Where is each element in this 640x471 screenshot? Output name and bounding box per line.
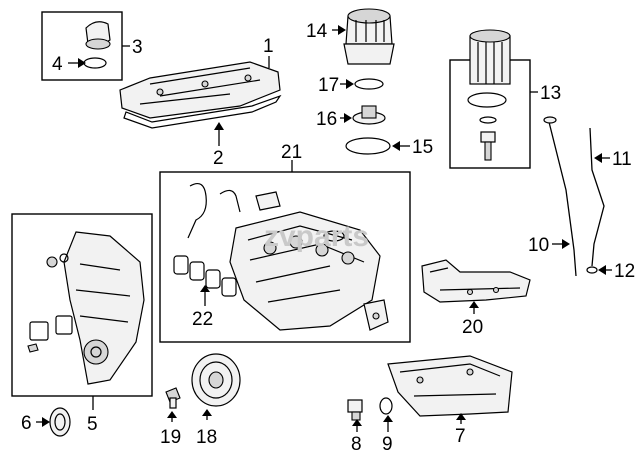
oil-pan-drain-plug (347, 399, 363, 421)
callout-19: 19 (160, 427, 181, 448)
watermark: zvparts (264, 220, 369, 253)
filter-housing-o-ring (354, 78, 384, 90)
filter-element-small-seal (479, 116, 497, 124)
callout-8: 8 (351, 434, 362, 455)
dipstick-guide-tube (589, 127, 605, 267)
throttle-gasket (323, 230, 345, 242)
callout-18: 18 (196, 427, 217, 448)
group-box-21 (159, 171, 411, 343)
filler-cap-gasket (83, 57, 107, 69)
filter-drain-fitting (480, 131, 496, 161)
housing-drain-plug (352, 105, 386, 125)
oil-filler-cap (85, 21, 111, 50)
intake-manifold (229, 191, 381, 331)
callout-22: 22 (192, 309, 213, 330)
timing-cover-seals (27, 253, 73, 353)
callout-17: 17 (318, 75, 339, 96)
callout-7: 7 (455, 426, 466, 447)
leader-lines (36, 25, 612, 432)
callout-14: 14 (306, 21, 328, 42)
oil-pan (387, 355, 513, 417)
intake-gaskets (173, 255, 237, 297)
crankshaft-pulley (191, 353, 241, 407)
callout-numbers: 1 2 3 4 5 6 7 8 9 10 11 12 13 14 15 16 1… (21, 21, 635, 455)
drain-plug-gasket (379, 397, 393, 415)
callout-9: 9 (382, 434, 393, 455)
pulley-bolt (165, 387, 181, 409)
housing-cap-gasket (345, 137, 391, 155)
callout-2: 2 (213, 148, 224, 169)
callout-21: 21 (281, 142, 302, 163)
filter-element-o-ring (467, 92, 507, 108)
callout-1: 1 (263, 36, 274, 57)
map-sensor (363, 299, 389, 331)
callout-6: 6 (21, 413, 32, 434)
callout-13: 13 (540, 83, 561, 104)
callout-12: 12 (614, 261, 635, 282)
vacuum-hose (187, 183, 207, 239)
crankshaft-seal (49, 407, 71, 437)
callout-3: 3 (132, 37, 143, 58)
valve-cover (119, 61, 281, 119)
callout-15: 15 (412, 137, 433, 158)
timing-cover (63, 231, 145, 385)
oil-pan-upper (421, 259, 531, 303)
callout-10: 10 (528, 235, 549, 256)
callout-16: 16 (316, 109, 337, 130)
guide-tube-o-ring (586, 266, 598, 274)
callout-5: 5 (87, 414, 98, 435)
oil-dipstick (547, 117, 577, 277)
valve-cover-gasket (123, 94, 282, 129)
pcv-hose (219, 189, 241, 213)
group-box-5 (11, 213, 153, 397)
callout-4: 4 (52, 54, 63, 75)
oil-filter-housing (343, 8, 395, 65)
oil-filter-element (469, 29, 511, 85)
callout-20: 20 (462, 317, 483, 338)
callout-11: 11 (612, 149, 632, 170)
